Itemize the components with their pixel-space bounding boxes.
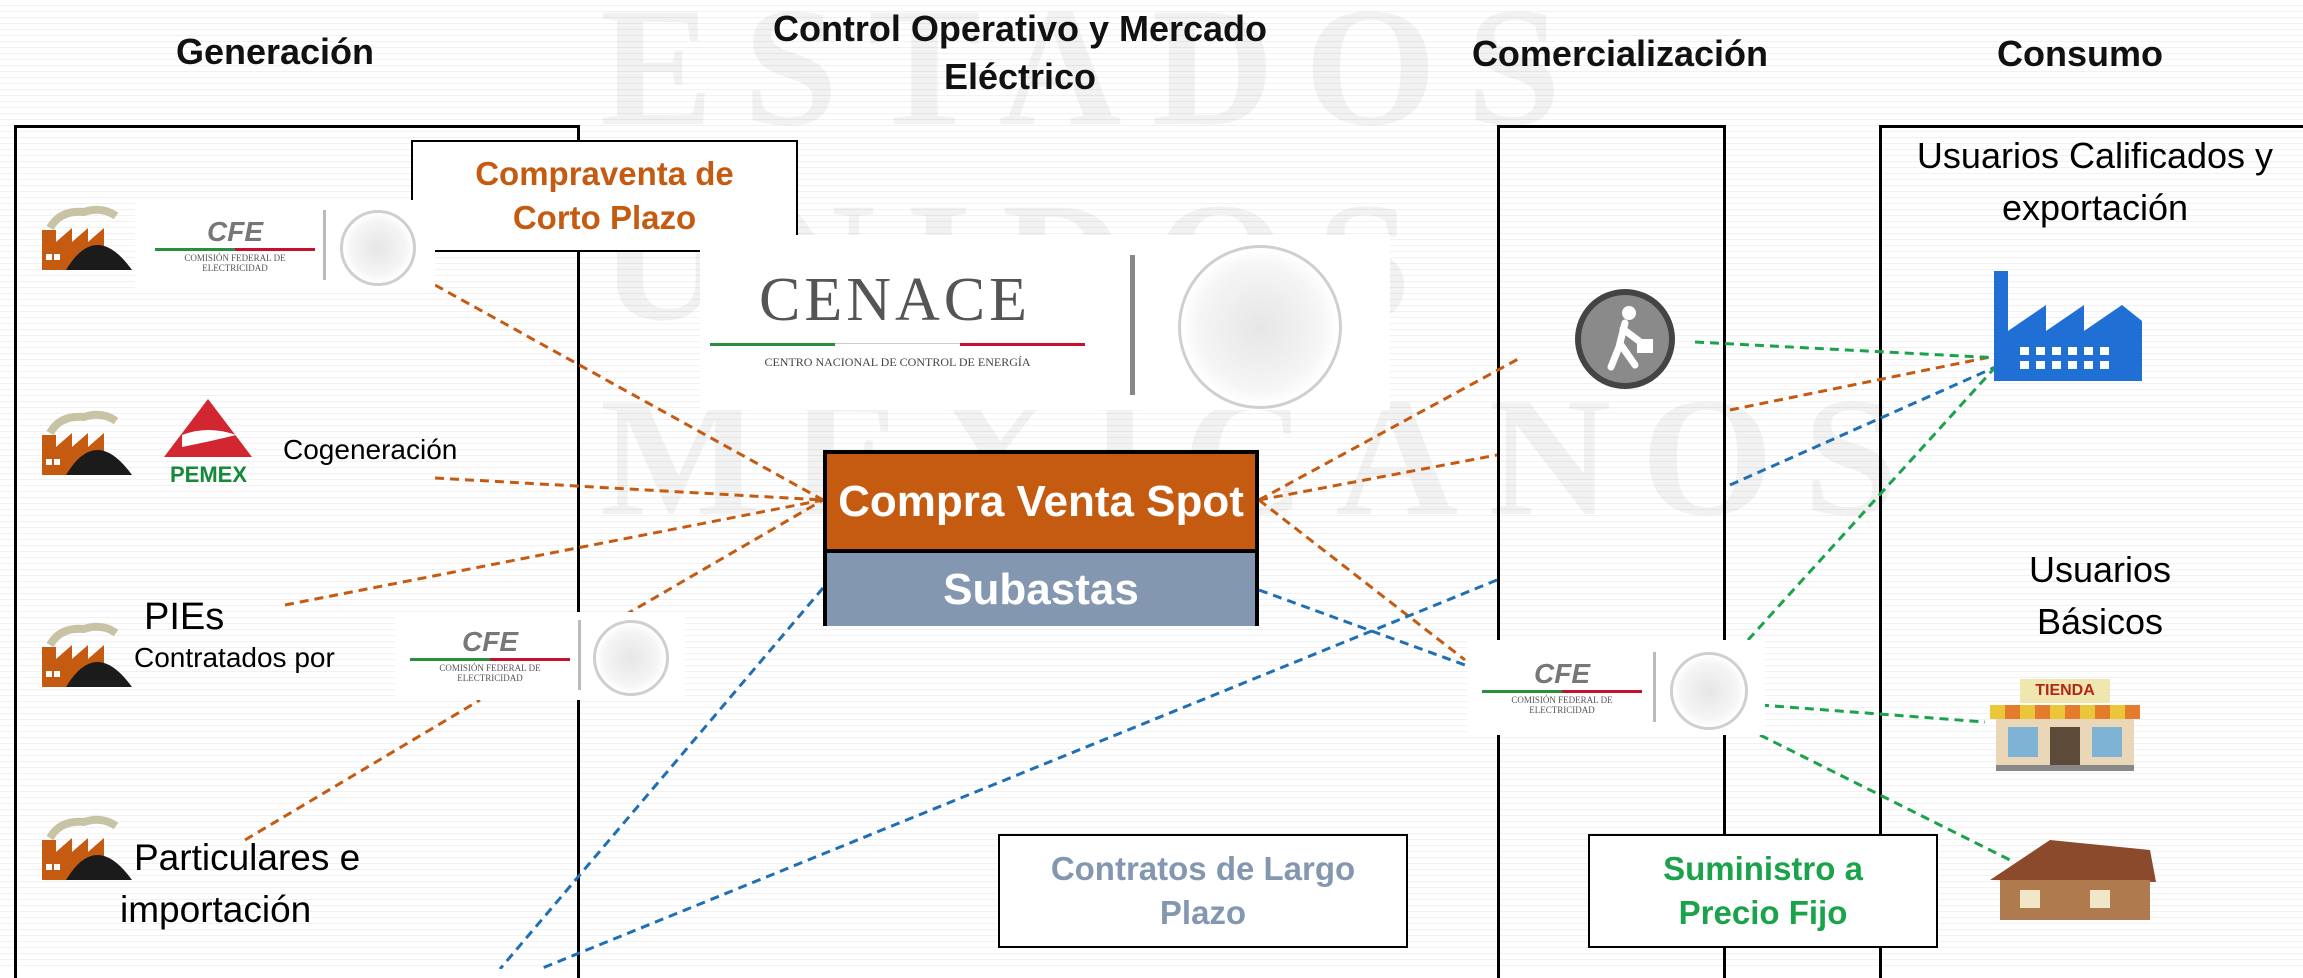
line-comerc-calificados-blue (1729, 363, 2001, 487)
mexico-seal-icon (1178, 245, 1342, 409)
spot-market-box: Compra Venta Spot Subastas (823, 450, 1259, 626)
line-spot-cfe (1258, 498, 1466, 662)
mexico-seal-icon (340, 210, 416, 286)
house-icon (1990, 840, 2156, 920)
subastas-label: Subastas (827, 553, 1255, 626)
line-cfe-tienda (1759, 703, 1986, 724)
plant-icon-particulares (42, 815, 132, 880)
line-cfe-calificados (1746, 360, 2002, 642)
pemex-logo (164, 399, 252, 457)
plant-icon-pies (42, 622, 132, 687)
line-particulares-cfe2 (244, 698, 481, 842)
line-subastas-down (498, 587, 825, 969)
header-comercializacion: Comercialización (1471, 33, 1769, 74)
contratados-label: Contratados por (134, 642, 335, 673)
largo-plazo-box: Contratos de Largo Plazo (998, 834, 1408, 948)
header-control: Control Operativo y Mercado Eléctrico (772, 8, 1268, 97)
plant-icon-cfe (42, 205, 132, 270)
plant-icon-pemex (42, 410, 132, 475)
usuarios-basicos-label: Usuarios Básicos (2028, 549, 2172, 642)
line-pemex-spot (434, 476, 824, 502)
particulares-label: Particulares e importación (120, 837, 361, 930)
line-comerc-down (539, 578, 1498, 969)
walking-person-icon (1575, 289, 1675, 389)
precio-fijo-box: Suministro a Precio Fijo (1588, 834, 1938, 948)
tienda-sign: TIENDA (2020, 679, 2110, 703)
cfe-logo-1: CFE COMISIÓN FEDERAL DE ELECTRICIDAD (135, 200, 435, 290)
pemex-logo-label: PEMEX (169, 462, 248, 487)
line-cfe2-spot (624, 498, 824, 617)
cfe-logo-3: CFE COMISIÓN FEDERAL DE ELECTRICIDAD (1467, 640, 1765, 735)
header-generacion: Generación (175, 31, 375, 72)
corto-plazo-box: Compraventa de Corto Plazo (411, 140, 798, 252)
cenace-subtitle: CENTRO NACIONAL DE CONTROL DE ENERGÍA (764, 355, 1031, 369)
tienda-icon: TIENDA (1990, 675, 2140, 771)
factory-icon (1994, 271, 2142, 381)
mexico-seal-icon (593, 620, 669, 696)
pies-label: PIEs (144, 596, 225, 638)
cogeneracion-label: Cogeneración (283, 434, 458, 465)
cenace-wordmark: CENACE (759, 266, 1031, 334)
line-spot-comerc (1258, 453, 1498, 502)
line-subastas-cfe (1258, 588, 1466, 667)
usuarios-calificados-label: Usuarios Calificados y exportación (1916, 135, 2274, 228)
line-comerc-calificados-orange (1729, 353, 2001, 412)
consumo-frame (1879, 125, 2303, 978)
cenace-logo: CENACE CENTRO NACIONAL DE CONTROL DE ENE… (700, 235, 1390, 410)
corto-plazo-label: Compraventa de Corto Plazo (475, 155, 734, 236)
compra-venta-spot-label: Compra Venta Spot (827, 454, 1255, 553)
line-pies-spot (284, 498, 824, 607)
header-consumo: Consumo (1997, 33, 2163, 74)
comercializacion-frame (1497, 125, 1726, 978)
generacion-frame (14, 125, 580, 978)
line-suministrador-calificados (1694, 340, 2001, 360)
mexico-seal-icon (1670, 652, 1748, 730)
cfe-logo-2: CFE COMISIÓN FEDERAL DE ELECTRICIDAD (395, 612, 685, 700)
line-spot-suministrador (1258, 356, 1521, 502)
line-cfe-casa (1759, 733, 2011, 862)
precio-fijo-label: Suministro a Precio Fijo (1663, 850, 1863, 931)
largo-plazo-label: Contratos de Largo Plazo (1050, 850, 1356, 931)
